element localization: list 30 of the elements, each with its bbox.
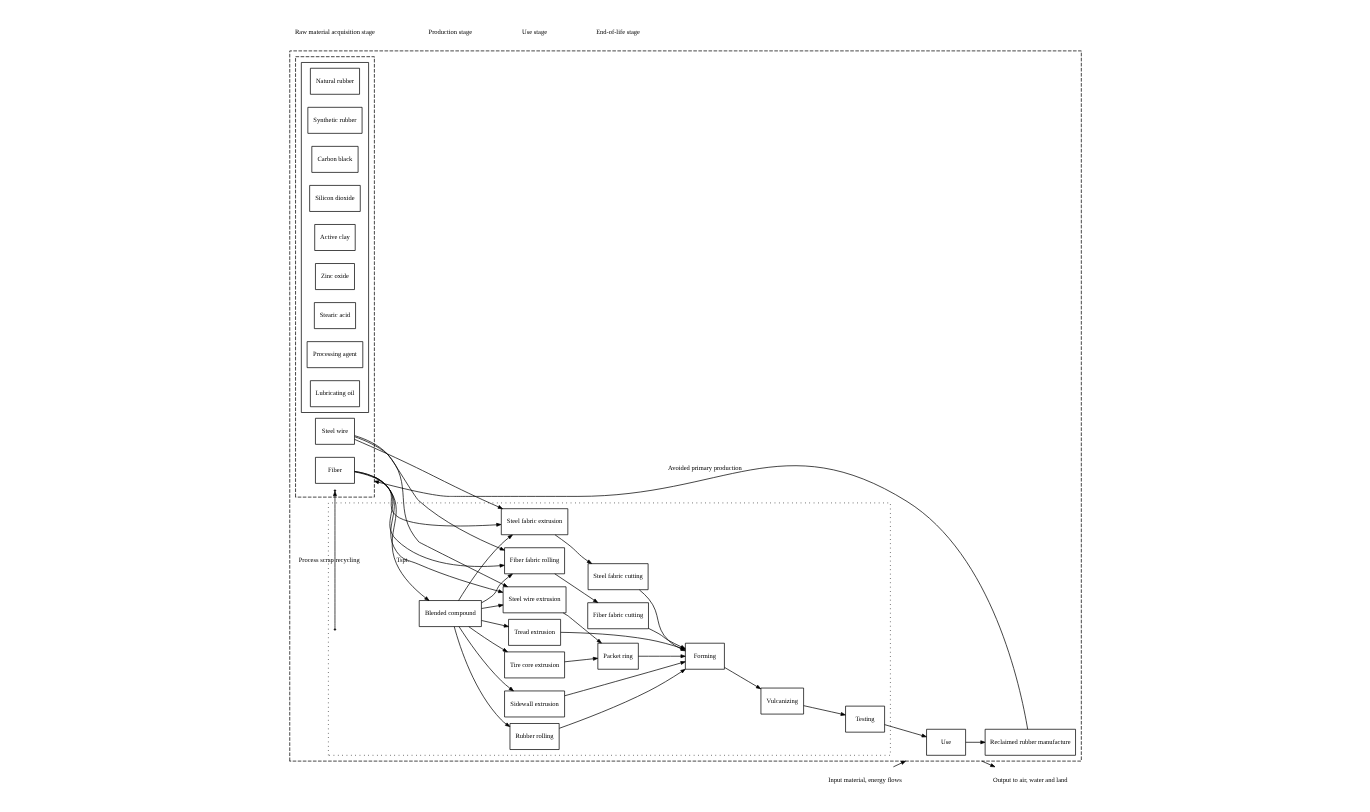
arrow [558,668,686,729]
arrow [354,471,505,568]
arrow [965,740,986,745]
cluster [300,62,369,413]
arrow [468,626,508,653]
arrow [354,435,508,588]
arrow [803,705,846,716]
arrow [564,661,686,697]
arrow [893,760,906,768]
arrow [354,439,503,509]
cluster [289,50,1082,762]
arrow [458,534,513,601]
arrow [884,724,927,738]
arrow [554,534,592,564]
arrow [981,760,996,768]
arrow [354,471,504,594]
arrow [562,612,602,644]
arrow [638,654,686,659]
arrow [354,436,505,551]
arrow [458,626,514,692]
arrow [554,573,599,603]
arrow [564,656,599,663]
arrow [724,667,762,690]
arrow [481,573,513,604]
arrow [481,620,509,628]
arrow [354,471,502,527]
arrow [481,603,504,609]
arrow [374,476,430,601]
arrow [453,626,511,727]
arrow [333,491,337,629]
